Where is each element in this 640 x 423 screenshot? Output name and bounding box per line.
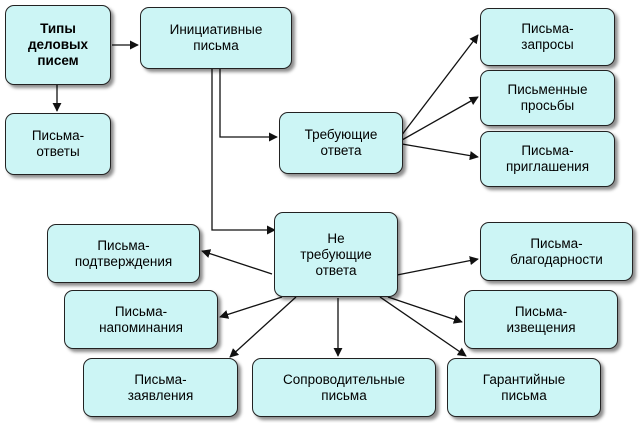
node-guarantee-line-2: письма xyxy=(501,387,547,403)
node-thanks-line-1: Письма- xyxy=(530,235,583,251)
arrow-not-requiring-to-thanks xyxy=(396,256,479,276)
arrow-requiring-to-written-requests xyxy=(401,96,479,141)
arrow-not-requiring-to-notifications xyxy=(387,296,463,324)
node-notifications-line-1: Письма- xyxy=(514,303,568,319)
node-requiring-line-1: Требующие xyxy=(304,127,378,142)
node-letter-types-line-2: деловых xyxy=(27,37,89,52)
node-written-requests-line-1: Письменные xyxy=(507,82,588,97)
arrow-not-requiring-to-applications xyxy=(229,296,297,358)
node-reminders-line-1: Письма- xyxy=(114,303,168,319)
arrow-initiative-to-not-requiring xyxy=(211,69,276,235)
node-notifications-line-2: извещения xyxy=(506,319,576,335)
node-reply-letters: Письма-ответы xyxy=(5,113,111,175)
node-not-requiring-line-2: требующие xyxy=(300,246,372,262)
node-initiative-line-1: Инициативные xyxy=(169,22,263,37)
node-written-requests-line-2: просьбы xyxy=(520,98,575,113)
arrow-not-requiring-to-reminders xyxy=(219,296,283,319)
arrow-not-requiring-to-confirmations xyxy=(201,249,273,275)
node-thank-you-letters: Письма-благодарности xyxy=(480,222,633,281)
node-reminder-letters: Письма-напоминания xyxy=(64,290,218,349)
node-invitations-line-1: Письма- xyxy=(521,143,574,158)
node-notification-letters: Письма-извещения xyxy=(464,290,618,349)
node-confirmations-line-2: подтверждения xyxy=(74,253,173,269)
node-initiative-line-2: письма xyxy=(193,38,239,53)
arrow-initiative-to-requiring xyxy=(219,69,278,142)
node-reminders-line-2: напоминания xyxy=(99,319,183,335)
node-cover-letters-line-2: письма xyxy=(321,387,367,403)
node-confirmation-letters: Письма-подтверждения xyxy=(47,224,200,283)
node-thanks-line-2: благодарности xyxy=(510,251,603,267)
arrow-requiring-to-invitations xyxy=(401,143,479,161)
node-not-requiring-line-1: Не xyxy=(327,230,345,246)
node-letter-types-line-3: писем xyxy=(37,53,79,68)
node-letter-types-line-1: Типы xyxy=(40,21,76,36)
arrow-not-requiring-to-guarantee xyxy=(379,296,467,357)
node-requests-line-2: запросы xyxy=(521,37,574,52)
node-application-letters: Письма-заявления xyxy=(83,358,238,417)
node-confirmations-line-1: Письма- xyxy=(97,237,150,253)
node-invitation-letters: Письма-приглашения xyxy=(480,131,615,187)
arrow-requiring-to-requests xyxy=(400,34,479,137)
node-replies-line-2: ответы xyxy=(36,144,80,159)
node-not-requiring-line-3: ответа xyxy=(315,262,357,278)
node-applications-line-1: Письма- xyxy=(134,371,187,387)
node-requests-line-1: Письма- xyxy=(521,21,574,36)
node-replies-line-1: Письма- xyxy=(31,128,85,143)
node-applications-line-2: заявления xyxy=(127,387,194,403)
node-invitations-line-2: приглашения xyxy=(505,159,590,174)
node-guarantee-line-1: Гарантийные xyxy=(482,371,566,387)
node-requiring-line-2: ответа xyxy=(320,143,362,158)
node-request-letters: Письма-запросы xyxy=(480,8,615,66)
node-cover-letters-line-1: Сопроводительные xyxy=(283,371,405,387)
